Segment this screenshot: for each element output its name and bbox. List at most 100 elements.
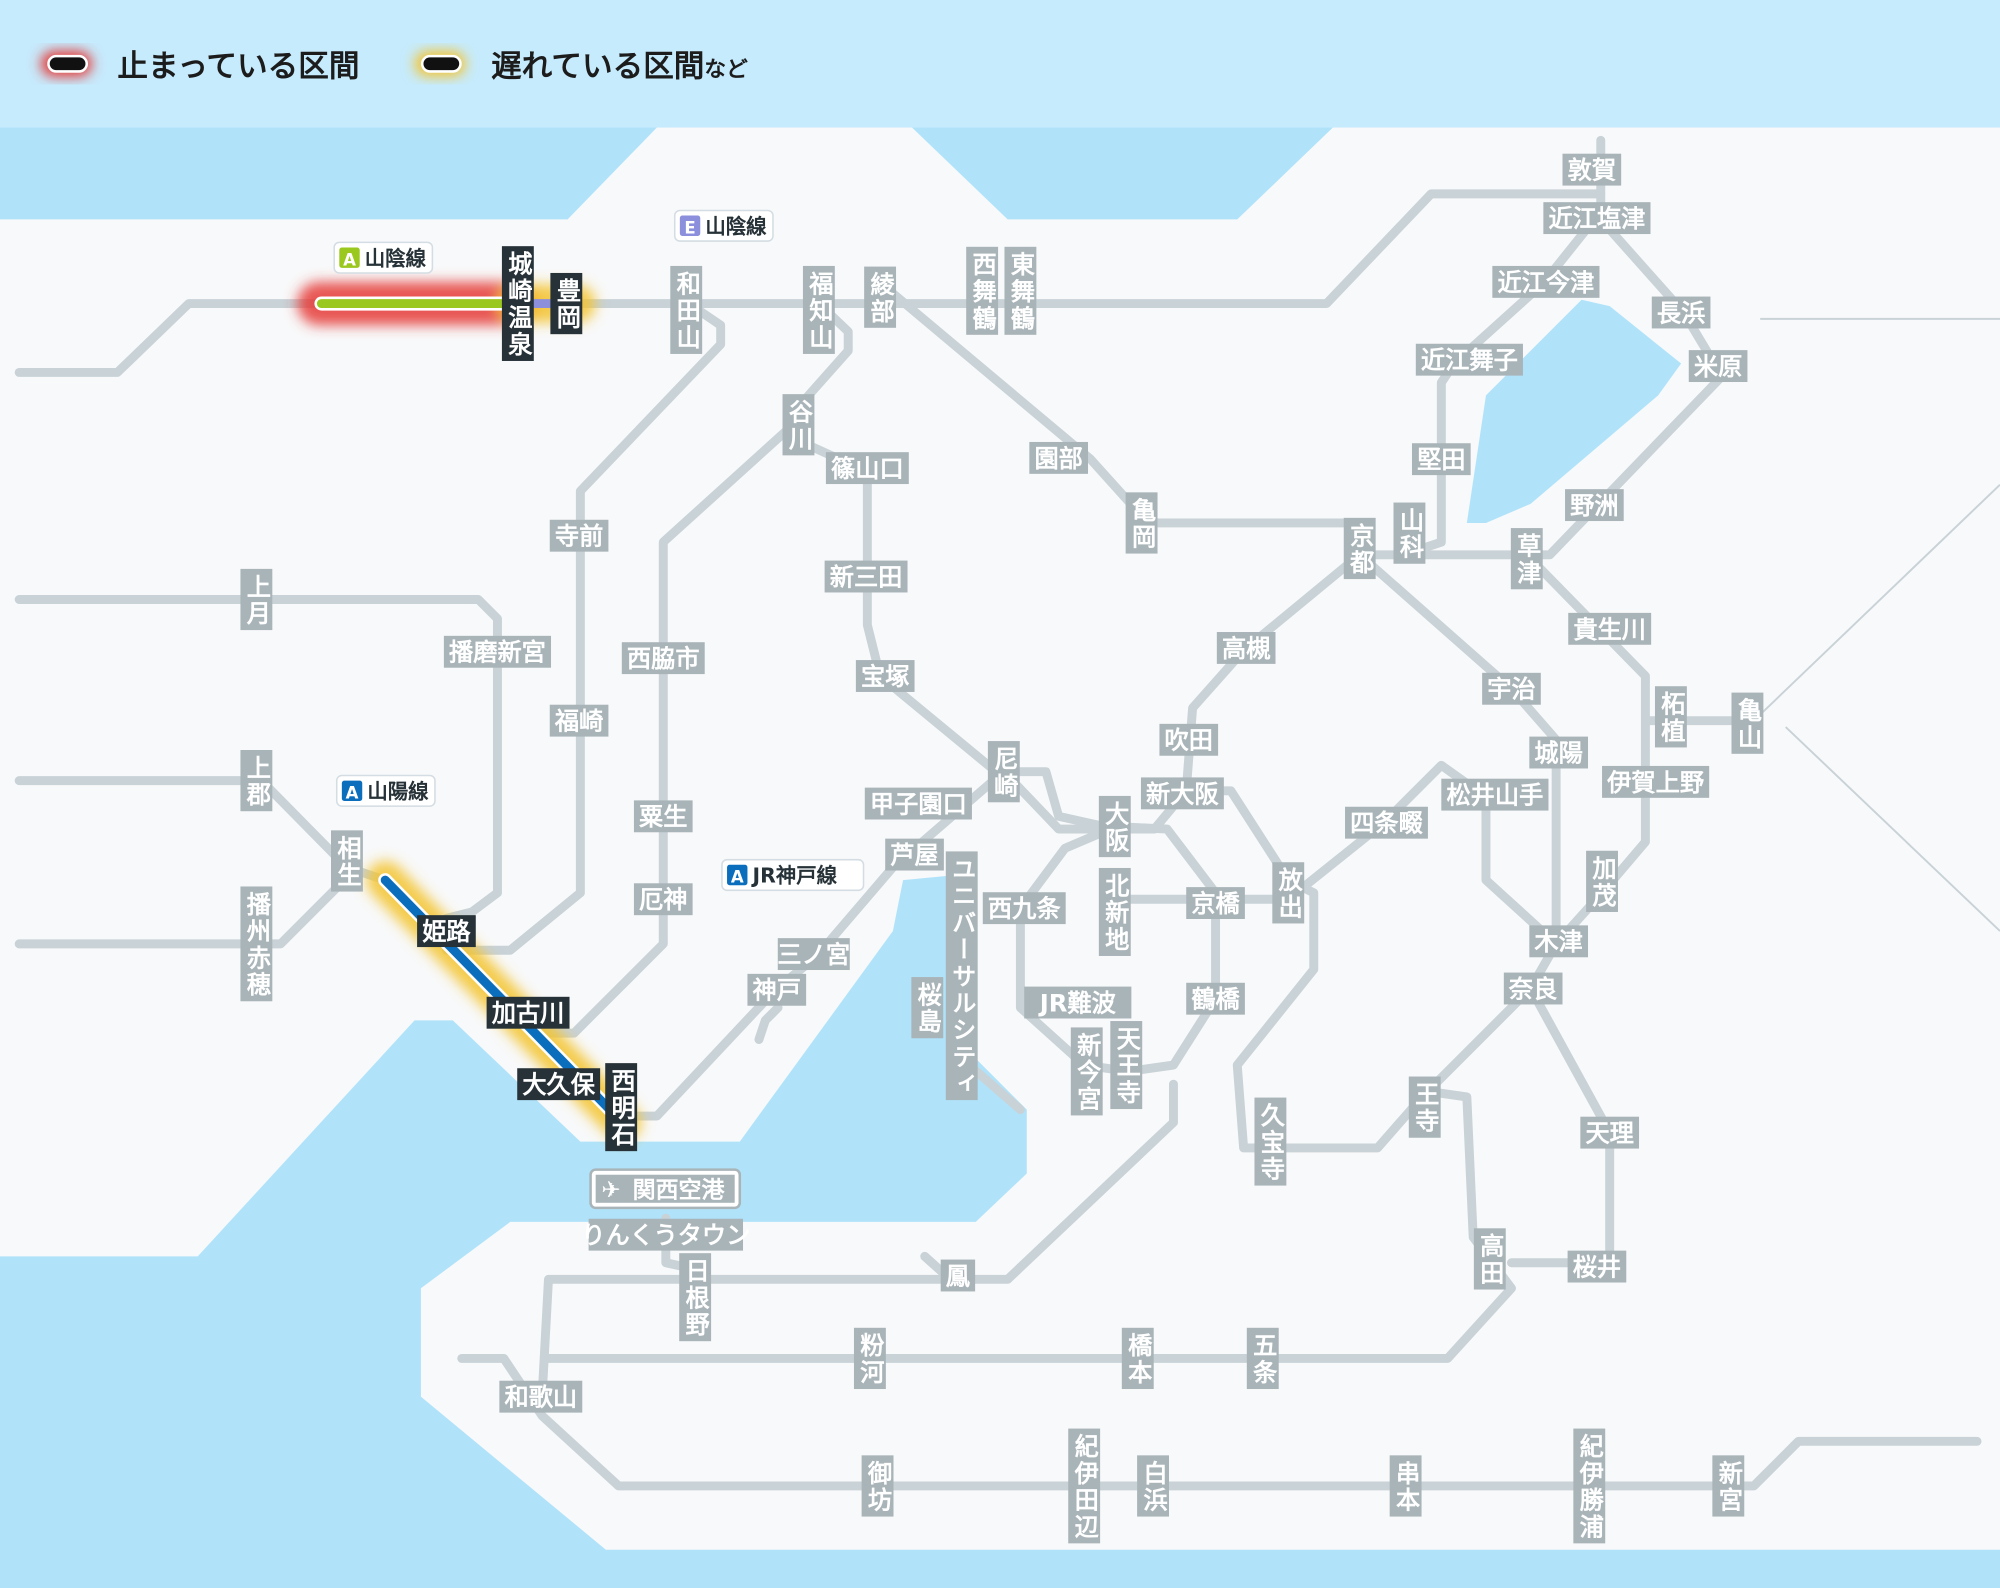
station-name: 北新地 — [1101, 873, 1129, 953]
station-label[interactable]: 宝塚 — [855, 660, 915, 692]
station-label[interactable]: ユニバーサルシティ — [945, 851, 978, 1101]
station-name: 高田 — [1476, 1233, 1504, 1287]
station-label[interactable]: 天王寺 — [1110, 1021, 1143, 1110]
station-label[interactable]: 西舞鶴 — [966, 246, 999, 335]
station-label[interactable]: 城崎温泉 — [501, 246, 534, 361]
station-label[interactable]: 大久保 — [517, 1068, 601, 1101]
station-label[interactable]: 神戸 — [747, 973, 807, 1006]
station-label[interactable]: 城陽 — [1529, 736, 1589, 769]
station-label[interactable]: 敦賀 — [1562, 153, 1622, 186]
station-label[interactable]: 山科 — [1393, 502, 1426, 564]
station-label[interactable]: 園部 — [1029, 441, 1089, 474]
station-label[interactable]: 上月 — [240, 568, 273, 631]
station-name: 京都 — [1346, 522, 1375, 576]
station-label[interactable]: 篠山口 — [825, 452, 909, 485]
station-label[interactable]: 高槻 — [1216, 632, 1276, 664]
legend-delayed-suffix: など — [704, 58, 748, 83]
station-label[interactable]: 播磨新宮 — [443, 635, 552, 668]
station-label[interactable]: 米原 — [1688, 350, 1748, 383]
station-label[interactable]: りんくうタウン — [581, 1218, 750, 1251]
station-label[interactable]: 吹田 — [1159, 723, 1219, 756]
station-label[interactable]: 和田山 — [670, 265, 703, 354]
station-label[interactable]: 放出 — [1272, 862, 1305, 924]
station-name: 堅田 — [1417, 446, 1465, 474]
station-label[interactable]: 堅田 — [1411, 443, 1471, 476]
station-label[interactable]: 相生 — [330, 830, 363, 892]
airport-label[interactable]: ✈ 関西空港 — [589, 1168, 742, 1210]
station-label[interactable]: 奈良 — [1503, 972, 1563, 1005]
station-label[interactable]: 串本 — [1389, 1455, 1422, 1517]
station-label[interactable]: 京都 — [1343, 517, 1376, 580]
station-label[interactable]: 西九条 — [982, 892, 1066, 925]
station-label[interactable]: 福崎 — [549, 704, 609, 737]
station-label[interactable]: 尼崎 — [987, 741, 1020, 803]
station-label[interactable]: 御坊 — [861, 1455, 894, 1517]
station-label[interactable]: JR難波 — [1024, 986, 1132, 1019]
station-label[interactable]: 高田 — [1473, 1228, 1506, 1290]
station-label[interactable]: 甲子園口 — [864, 787, 972, 820]
station-label[interactable]: 新三田 — [824, 560, 908, 593]
station-label[interactable]: 姫路 — [417, 915, 476, 948]
station-label[interactable]: 京橋 — [1186, 887, 1245, 919]
station-label[interactable]: 加茂 — [1586, 850, 1618, 912]
line-name: 山陰線 — [365, 246, 427, 270]
station-label[interactable]: 大阪 — [1098, 795, 1131, 858]
station-label[interactable]: 加古川 — [486, 996, 570, 1029]
station-label[interactable]: 新宮 — [1712, 1455, 1745, 1517]
station-label[interactable]: 松井山手 — [1441, 778, 1549, 811]
station-label[interactable]: 柘植 — [1654, 686, 1687, 748]
station-label[interactable]: 天理 — [1580, 1116, 1640, 1149]
station-label[interactable]: 宇治 — [1482, 672, 1541, 705]
station-label[interactable]: 日根野 — [679, 1253, 712, 1342]
station-label[interactable]: 橋本 — [1121, 1327, 1154, 1390]
station-label[interactable]: 近江今津 — [1492, 265, 1600, 298]
station-label[interactable]: 播州赤穂 — [240, 886, 273, 1002]
station-label[interactable]: 久宝寺 — [1254, 1097, 1287, 1186]
station-label[interactable]: 貴生川 — [1568, 612, 1652, 645]
station-label[interactable]: 亀岡 — [1125, 492, 1158, 554]
station-label[interactable]: 北新地 — [1098, 867, 1131, 956]
station-label[interactable]: 和歌山 — [499, 1380, 583, 1413]
station-label[interactable]: 桜井 — [1567, 1250, 1627, 1283]
station-label[interactable]: 鶴橋 — [1186, 982, 1245, 1015]
station-label[interactable]: 紀伊勝浦 — [1573, 1428, 1606, 1544]
station-label[interactable]: 四条畷 — [1345, 806, 1428, 839]
line-color-chip — [339, 247, 360, 268]
station-label[interactable]: 亀山 — [1731, 692, 1764, 754]
station-label[interactable]: 谷川 — [782, 394, 815, 456]
station-label[interactable]: 福知山 — [802, 265, 835, 354]
station-label[interactable]: 上郡 — [240, 749, 273, 812]
station-label[interactable]: 厄神 — [633, 883, 693, 916]
station-label[interactable]: 近江塩津 — [1543, 202, 1651, 235]
station-label[interactable]: 木津 — [1529, 925, 1589, 958]
station-label[interactable]: 東舞鶴 — [1004, 246, 1037, 335]
station-label[interactable]: 新今宮 — [1070, 1027, 1103, 1116]
station-label[interactable]: 粟生 — [633, 800, 693, 833]
station-label[interactable]: 鳳 — [940, 1259, 976, 1292]
station-label[interactable]: 野洲 — [1565, 489, 1624, 522]
station-label[interactable]: 粉河 — [853, 1327, 886, 1390]
station-label[interactable]: 草津 — [1510, 528, 1543, 590]
station-label[interactable]: 紀伊田辺 — [1068, 1428, 1101, 1544]
station-label[interactable]: 近江舞子 — [1415, 343, 1523, 376]
station-label[interactable]: 西明石 — [605, 1063, 638, 1152]
station-label[interactable]: 西脇市 — [621, 642, 705, 675]
station-label[interactable]: 白浜 — [1137, 1455, 1170, 1517]
station-label[interactable]: 五条 — [1246, 1327, 1279, 1390]
station-name: 久宝寺 — [1256, 1103, 1284, 1183]
station-name: 谷川 — [784, 399, 812, 453]
station-label[interactable]: 寺前 — [549, 519, 609, 552]
station-label[interactable]: 芦屋 — [885, 838, 944, 871]
station-label[interactable]: 綾部 — [864, 266, 897, 328]
station-label[interactable]: 王寺 — [1408, 1076, 1441, 1138]
station-label[interactable]: 長浜 — [1651, 296, 1711, 329]
station-label[interactable]: 豊岡 — [550, 272, 583, 335]
station-label[interactable]: 伊賀上野 — [1602, 765, 1710, 798]
station-label[interactable]: 三ノ宮 — [777, 938, 850, 971]
station-label[interactable]: 桜島 — [911, 977, 944, 1039]
station-label[interactable]: 新大阪 — [1140, 777, 1224, 810]
